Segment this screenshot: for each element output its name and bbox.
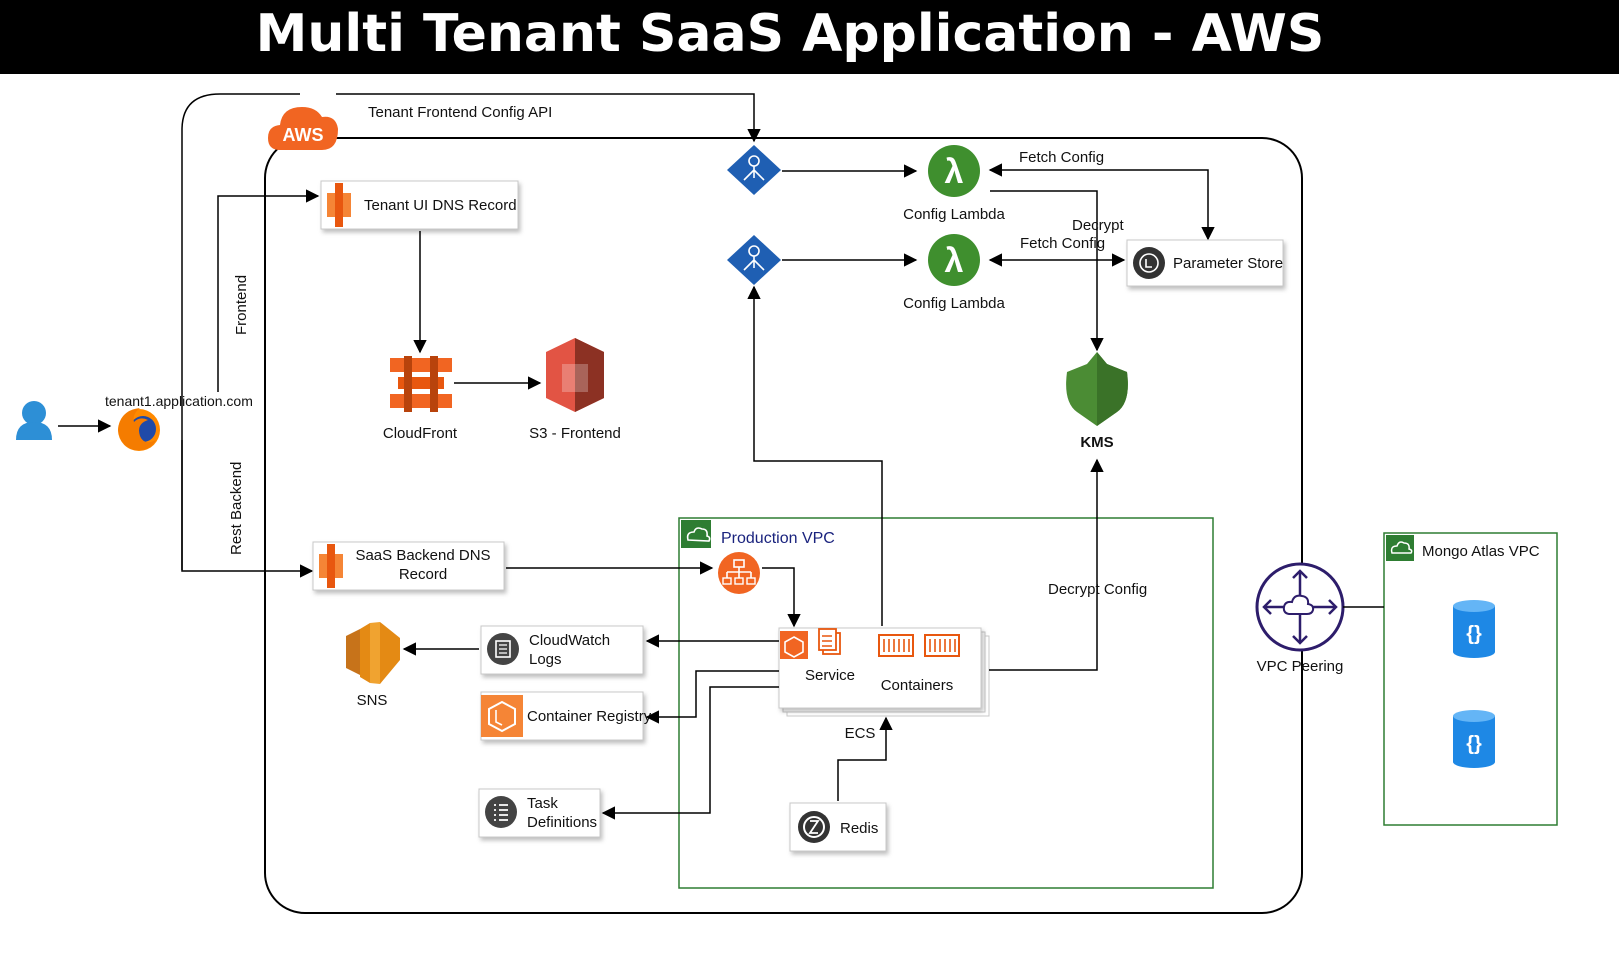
vpc-icon: [1386, 535, 1414, 561]
lambda-icon[interactable]: λ: [928, 145, 980, 197]
cloudwatch-icon: [487, 633, 519, 665]
task-label-line2: Definitions: [527, 814, 597, 831]
sns-icon[interactable]: [346, 622, 400, 684]
vpc-peering-icon[interactable]: [1255, 562, 1345, 652]
redis-node[interactable]: Redis: [789, 802, 887, 852]
task-label-line1: Task: [527, 795, 558, 812]
edge-redis-ecs: [837, 716, 893, 801]
frontend-label: Frontend: [233, 275, 250, 335]
ecs-label: ECS: [845, 725, 876, 742]
parameter-store-icon: [1133, 247, 1165, 279]
edge-loadbalancer-service: [762, 567, 801, 628]
task-definitions-icon: [485, 796, 517, 828]
production-vpc-boundary: [678, 517, 1214, 889]
aws-badge-label: AWS: [282, 125, 323, 145]
kms-icon[interactable]: [1066, 352, 1128, 426]
production-vpc-label: Production VPC: [721, 530, 835, 547]
rest-backend-label: Rest Backend: [228, 462, 245, 555]
page-title: Multi Tenant SaaS Application - AWS: [255, 4, 1325, 64]
kms-label: KMS: [1080, 434, 1113, 451]
lambda-symbol: λ: [945, 153, 964, 191]
parameter-store-label: Parameter Store: [1173, 255, 1283, 272]
edge-tenant-config-api: [336, 93, 761, 143]
task-docs-icon: [818, 628, 841, 655]
s3-frontend-label: S3 - Frontend: [529, 425, 621, 442]
edge-ecs-ecr: [645, 670, 779, 724]
fetch-config-2-label: Fetch Config: [1020, 235, 1105, 252]
saas-backend-dns-label-line2: Record: [399, 566, 447, 583]
cloudfront-icon[interactable]: [390, 356, 452, 412]
edge-lambda1-paramstore: [988, 163, 1215, 241]
ecs-service-icon: [780, 631, 808, 659]
edge-ecs-taskdefs: [601, 686, 779, 820]
config-lambda-1-label: Config Lambda: [903, 206, 1005, 223]
redis-icon: [798, 811, 830, 843]
fetch-config-1-label: Fetch Config: [1019, 149, 1104, 166]
containers-label: Containers: [881, 677, 954, 694]
config-lambda-2-label: Config Lambda: [903, 295, 1005, 312]
load-balancer-icon[interactable]: [718, 552, 760, 594]
tenant-boundary: [181, 93, 300, 570]
api-gateway-icon[interactable]: [727, 235, 781, 285]
edge-rest-backend: [181, 440, 314, 578]
cloudwatch-logs[interactable]: CloudWatch Logs: [480, 625, 644, 675]
sns-label: SNS: [357, 692, 388, 709]
task-definitions[interactable]: Task Definitions: [478, 788, 601, 838]
cloudwatch-label-line2: Logs: [529, 651, 562, 668]
vpc-peering-label: VPC Peering: [1257, 658, 1344, 675]
api-gateway-icon[interactable]: [727, 145, 781, 195]
saas-backend-dns-record[interactable]: SaaS Backend DNS Record: [312, 541, 505, 591]
tenant-ui-dns-label: Tenant UI DNS Record: [364, 197, 517, 214]
aws-cloud-boundary: [264, 137, 1303, 914]
decrypt-config-label: Decrypt Config: [1048, 581, 1147, 598]
title-bar: Multi Tenant SaaS Application - AWS: [0, 0, 1619, 74]
tenant-ui-dns-record[interactable]: Tenant UI DNS Record: [320, 180, 519, 230]
saas-backend-dns-label-line1: SaaS Backend DNS: [355, 547, 490, 564]
edge-ecs-apigw2: [747, 285, 883, 626]
firefox-icon: [118, 408, 160, 451]
aws-cloud-icon: AWS: [268, 107, 338, 150]
mongodb-braces: {}: [1466, 733, 1482, 755]
vpc-icon: [681, 520, 711, 548]
redis-label: Redis: [840, 820, 878, 837]
mongodb-icon[interactable]: {}: [1453, 600, 1495, 658]
ecs-cluster[interactable]: Service Containers: [778, 627, 990, 717]
container-registry[interactable]: Container Registry: [480, 691, 652, 741]
mongo-atlas-vpc-boundary: [1383, 532, 1558, 826]
edge-ecs-kms: [989, 458, 1104, 671]
service-label: Service: [805, 667, 855, 684]
lambda-icon[interactable]: λ: [928, 234, 980, 286]
s3-icon[interactable]: [546, 338, 604, 412]
cloudfront-label: CloudFront: [383, 425, 458, 442]
lambda-symbol: λ: [945, 242, 964, 280]
user-icon: [16, 401, 52, 440]
tenant-url-label: tenant1.application.com: [105, 393, 253, 409]
route53-icon: [319, 544, 343, 588]
decrypt-label: Decrypt: [1072, 217, 1125, 234]
parameter-store[interactable]: Parameter Store: [1126, 239, 1284, 287]
container-registry-label: Container Registry: [527, 708, 652, 725]
mongodb-braces: {}: [1466, 623, 1482, 645]
edge-lambda1-kms: [990, 190, 1104, 352]
edge-frontend: [217, 189, 320, 392]
mongo-atlas-vpc-label: Mongo Atlas VPC: [1422, 543, 1540, 560]
cloudwatch-label-line1: CloudWatch: [529, 632, 610, 649]
container-icon: [878, 634, 914, 657]
mongodb-icon[interactable]: {}: [1453, 710, 1495, 768]
tenant-frontend-config-api-label: Tenant Frontend Config API: [368, 104, 552, 121]
container-icon: [924, 634, 960, 657]
ecr-icon: [481, 695, 523, 737]
route53-icon: [327, 183, 351, 227]
